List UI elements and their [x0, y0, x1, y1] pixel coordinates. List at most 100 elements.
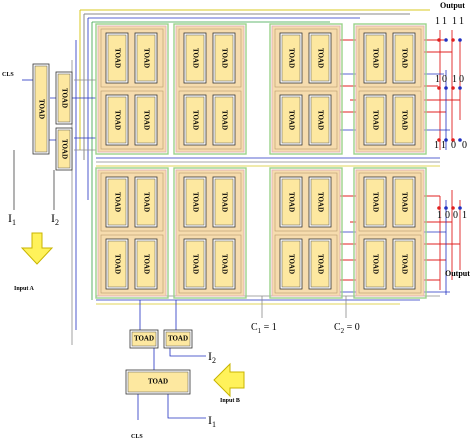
toad-label: TOAD	[287, 110, 295, 130]
output-top-label: Output	[440, 1, 465, 10]
toad-label: TOAD	[220, 254, 228, 274]
i1-bottom-label: I1	[208, 413, 216, 429]
toad-label: TOAD	[220, 192, 228, 212]
toad-label: TOAD	[113, 48, 121, 68]
toad-gate: TOAD	[105, 238, 129, 290]
output-bit: 1	[452, 16, 457, 27]
toad-label: TOAD	[316, 110, 324, 130]
toad-label: TOAD	[316, 48, 324, 68]
toad-gate: TOAD	[392, 32, 416, 84]
toad-gate: TOAD	[279, 32, 303, 84]
toad-label: TOAD	[60, 88, 68, 108]
toad-gate: TOAD	[55, 71, 73, 125]
toad-label: TOAD	[113, 192, 121, 212]
toad-label: TOAD	[168, 335, 188, 343]
toad-label: TOAD	[287, 192, 295, 212]
output-row-2: 1 0 1 0	[435, 74, 464, 85]
cls-left-label: CLS	[2, 72, 14, 78]
toad-gate: TOAD	[134, 94, 158, 146]
toad-label: TOAD	[142, 110, 150, 130]
output-bit: 1	[452, 74, 457, 85]
output-terminals	[437, 38, 462, 210]
output-row-3: 1 1 0 0	[434, 140, 467, 151]
toad-gate: TOAD	[55, 127, 73, 171]
toad-module: TOAD TOAD TOAD TOAD	[269, 23, 343, 155]
toad-gate: TOAD	[392, 176, 416, 228]
input-b-arrow	[213, 362, 245, 398]
toad-gate: TOAD	[212, 176, 236, 228]
toad-gate: TOAD	[308, 238, 332, 290]
toad-gate: TOAD	[363, 94, 387, 146]
toad-gate: TOAD	[279, 94, 303, 146]
output-terminal	[444, 138, 448, 142]
output-bit: 1	[437, 210, 442, 221]
output-terminal	[437, 138, 441, 142]
toad-label: TOAD	[113, 110, 121, 130]
toad-gate: TOAD	[183, 32, 207, 84]
toad-gate: TOAD	[363, 32, 387, 84]
toad-gate: TOAD	[212, 94, 236, 146]
output-bit: 1	[442, 16, 447, 27]
output-terminal	[458, 38, 462, 42]
toad-module: TOAD TOAD TOAD TOAD	[95, 23, 169, 155]
output-bit: 1	[459, 16, 464, 27]
output-terminal	[437, 206, 441, 210]
output-bit: 0	[442, 74, 447, 85]
input-toads-bottom: TOAD TOAD TOAD	[125, 329, 193, 395]
toad-gate: TOAD	[308, 32, 332, 84]
toad-gate: TOAD	[134, 176, 158, 228]
toad-label: TOAD	[142, 192, 150, 212]
toad-label: TOAD	[400, 192, 408, 212]
toad-label: TOAD	[371, 254, 379, 274]
toad-label: TOAD	[220, 110, 228, 130]
i2-bottom-label: I2	[208, 349, 216, 365]
c2-label: C2 = 0	[334, 322, 360, 335]
toad-gate: TOAD	[125, 369, 191, 395]
output-bit: 1	[462, 210, 467, 221]
output-terminal	[451, 38, 455, 42]
toad-gate: TOAD	[134, 238, 158, 290]
toad-gate: TOAD	[183, 176, 207, 228]
toad-gate: TOAD	[129, 329, 159, 349]
toad-label: TOAD	[191, 110, 199, 130]
toad-label: TOAD	[142, 254, 150, 274]
toad-gate: TOAD	[363, 238, 387, 290]
toad-gate: TOAD	[105, 32, 129, 84]
input-b-label: Input B	[220, 398, 240, 404]
output-bit: 0	[459, 74, 464, 85]
toad-gate: TOAD	[163, 329, 193, 349]
output-bit: 1	[435, 74, 440, 85]
output-terminal	[444, 86, 448, 90]
i2-left-label: I2	[51, 211, 59, 227]
i1-left-label: I1	[8, 211, 16, 227]
toad-gate: TOAD	[279, 238, 303, 290]
output-terminal	[437, 86, 441, 90]
toad-label: TOAD	[400, 254, 408, 274]
toad-gate: TOAD	[105, 176, 129, 228]
output-terminal	[451, 86, 455, 90]
toad-module: TOAD TOAD TOAD TOAD	[95, 167, 169, 299]
toad-label: TOAD	[400, 48, 408, 68]
output-bit: 0	[453, 210, 458, 221]
output-bottom-label: Output	[445, 269, 470, 278]
toad-label: TOAD	[37, 99, 45, 119]
toad-label: TOAD	[287, 48, 295, 68]
output-terminal	[444, 38, 448, 42]
toad-label: TOAD	[142, 48, 150, 68]
output-bit: 0	[462, 140, 467, 151]
output-terminal	[437, 38, 441, 42]
toad-label: TOAD	[191, 192, 199, 212]
input-a-label: Input A	[14, 286, 35, 292]
toad-gate: TOAD	[279, 176, 303, 228]
toad-gate: TOAD	[183, 238, 207, 290]
toad-label: TOAD	[371, 48, 379, 68]
output-row-1: 1 1 1 1	[435, 16, 464, 27]
output-bit: 1	[435, 16, 440, 27]
toad-gate: TOAD	[32, 63, 50, 155]
cls-bottom-label: CLS	[131, 434, 143, 440]
toad-gate: TOAD	[105, 94, 129, 146]
